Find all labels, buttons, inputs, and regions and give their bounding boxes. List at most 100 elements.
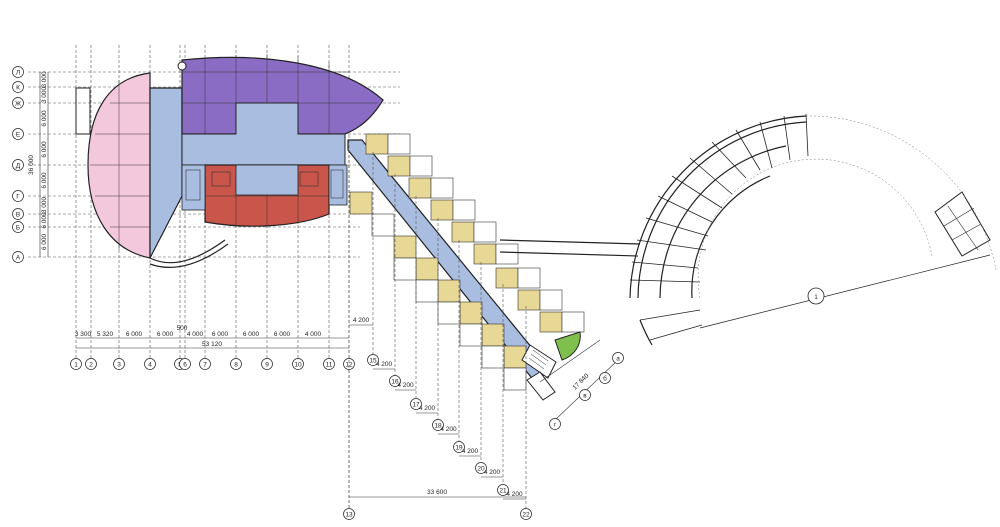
svg-text:А: А <box>16 254 21 261</box>
number-dim: 6 000 <box>274 331 291 338</box>
diagonal-wing <box>347 133 585 401</box>
purple-zone <box>181 56 384 135</box>
number-dim: 6 000 <box>157 331 174 338</box>
svg-text:20: 20 <box>477 465 485 472</box>
axis-bubble-num-11: 11 <box>323 358 335 370</box>
svg-text:10: 10 <box>294 361 302 368</box>
fan-center-label: 1 <box>814 295 818 301</box>
number-dim: 6 000 <box>126 331 143 338</box>
svg-text:Л: Л <box>16 69 20 76</box>
diag-dim: 4 200 <box>506 491 523 498</box>
diagonal-total-dim: 33 600 <box>427 489 447 496</box>
diag-dim: 4 200 <box>353 317 370 324</box>
svg-text:13: 13 <box>345 511 353 518</box>
axis-bubble-0: Л <box>12 66 24 78</box>
axis-bubble-diag-13: 13 <box>343 508 355 520</box>
svg-text:г: г <box>554 421 557 428</box>
curved-ramp <box>149 239 226 264</box>
svg-text:15: 15 <box>369 357 377 364</box>
axis-bubble-wing-0: а <box>612 352 624 364</box>
diagonal-axis-markers: 13 15 16 17 18 19 20 21 22 4 200 4 200 4 200 4 200 4 … <box>343 140 532 520</box>
fan-building: 1 <box>629 113 997 346</box>
svg-text:22: 22 <box>522 511 530 518</box>
svg-text:6: 6 <box>183 361 187 368</box>
axis-bubble-num-4: 4 <box>144 358 156 370</box>
axis-bubble-diag-18: 18 <box>432 419 444 431</box>
svg-text:К: К <box>16 84 20 91</box>
diag-dim: 4 200 <box>440 426 457 433</box>
diag-dim: 4 200 <box>376 361 393 368</box>
letter-dim: 6 000 <box>41 212 48 229</box>
svg-text:Г: Г <box>16 193 20 200</box>
svg-text:19: 19 <box>455 444 463 451</box>
blue-corridor-west <box>149 87 183 259</box>
axis-bubble-diag-22: 22 <box>520 508 532 520</box>
number-dim: 6 000 <box>243 331 260 338</box>
axis-bubble-diag-21: 21 <box>497 484 509 496</box>
letter-dim: 6 000 <box>41 110 48 127</box>
number-dim: 4 000 <box>187 331 204 338</box>
axis-bubble-num-12: 12 <box>343 358 355 370</box>
number-dim: 5 320 <box>97 331 114 338</box>
diag-dim: 4 200 <box>462 448 479 455</box>
diag-dim: 4 200 <box>397 382 414 389</box>
letter-dim: 3 000 <box>41 196 48 213</box>
axis-bubble-diag-17: 17 <box>410 398 422 410</box>
bridge <box>499 239 641 257</box>
svg-text:3: 3 <box>117 361 121 368</box>
svg-text:в: в <box>583 392 587 399</box>
svg-text:11: 11 <box>326 361 333 368</box>
number-dim: 6 000 <box>212 331 229 338</box>
axis-bubble-4: Д <box>12 159 24 171</box>
yellow-rooms-lower <box>349 191 527 391</box>
axis-bubble-num-9: 9 <box>261 358 273 370</box>
green-stair <box>554 331 581 361</box>
svg-text:7: 7 <box>203 361 207 368</box>
axis-bubble-wing-3: г <box>549 418 561 430</box>
yellow-rooms-upper <box>365 133 585 333</box>
axis-bubble-6: В <box>12 208 24 220</box>
svg-text:16: 16 <box>391 378 399 385</box>
svg-text:21: 21 <box>499 487 507 494</box>
svg-text:В: В <box>16 211 20 218</box>
number-dim: 4 000 <box>305 331 322 338</box>
svg-text:17: 17 <box>412 401 420 408</box>
svg-text:Д: Д <box>16 162 21 169</box>
axis-bubble-num-10: 10 <box>292 358 304 370</box>
svg-text:а: а <box>616 355 620 362</box>
svg-text:4: 4 <box>148 361 152 368</box>
axis-bubble-num-7: 7 <box>199 358 211 370</box>
number-dim: 500 <box>177 325 188 332</box>
number-total-dim: 53 120 <box>202 341 222 348</box>
svg-text:18: 18 <box>434 422 442 429</box>
diag-dim: 4 200 <box>419 405 436 412</box>
axis-bubble-diag-15: 15 <box>367 354 379 366</box>
svg-text:Е: Е <box>16 131 21 138</box>
axis-bubble-5: Г <box>12 190 24 202</box>
axis-bubble-7: Б <box>12 221 24 233</box>
axis-bubble-diag-16: 16 <box>389 375 401 387</box>
letter-dim: 6 000 <box>41 141 48 158</box>
axis-bubble-num-2: 2 <box>85 358 97 370</box>
axis-bubble-num-1: 1 <box>70 358 82 370</box>
letter-dim: 6 000 <box>41 172 48 189</box>
letter-total-dim: 36 000 <box>28 155 35 175</box>
axis-bubble-diag-19: 19 <box>453 441 465 453</box>
svg-text:1: 1 <box>74 361 78 368</box>
axis-bubble-wing-1: б <box>599 372 611 384</box>
axis-bubble-1: К <box>12 81 24 93</box>
svg-text:8: 8 <box>234 361 238 368</box>
axis-bubble-diag-20: 20 <box>475 462 487 474</box>
letter-dim: 6 000 <box>41 233 48 250</box>
axis-bubble-wing-2: в <box>579 389 591 401</box>
svg-text:Ж: Ж <box>15 100 21 107</box>
svg-text:б: б <box>603 374 607 382</box>
diag-dim: 4 200 <box>484 469 501 476</box>
number-dim: 3 300 <box>75 331 92 338</box>
axis-bubble-num-3: 3 <box>113 358 125 370</box>
svg-text:9: 9 <box>265 361 269 368</box>
